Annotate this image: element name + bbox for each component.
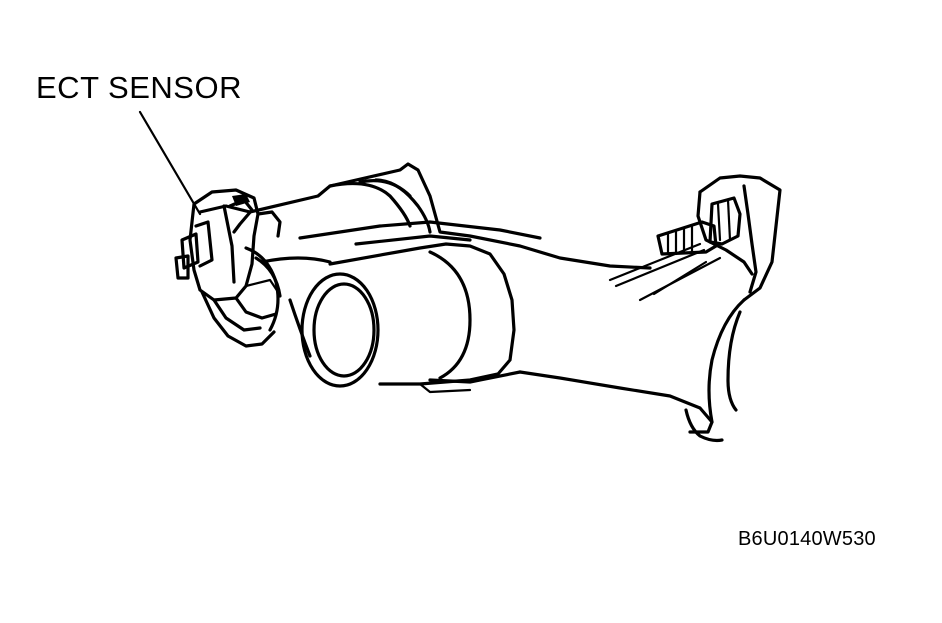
leader-line <box>138 110 202 216</box>
mounting-stud <box>656 196 742 256</box>
housing-body <box>248 162 782 443</box>
ect-sensor-label: ECT SENSOR <box>36 70 242 105</box>
ect-sensor-connector <box>174 188 282 348</box>
rear-pipe <box>244 246 332 358</box>
outlet-pipe <box>300 234 516 394</box>
figure-code: B6U0140W530 <box>738 528 876 550</box>
